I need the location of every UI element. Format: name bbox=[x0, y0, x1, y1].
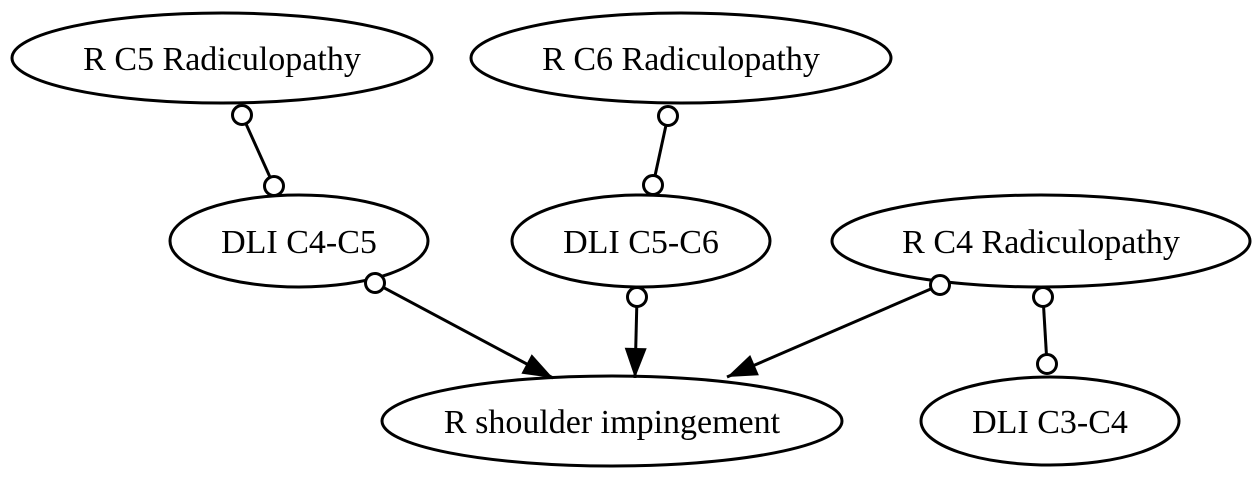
node-dli-c5-c6: DLI C5-C6 bbox=[510, 193, 772, 289]
edge-r-c6-radiculopathy--dli-c5-c6 bbox=[642, 105, 679, 196]
node-ellipse bbox=[380, 374, 844, 468]
odot-icon bbox=[929, 274, 951, 296]
arrowhead-icon bbox=[521, 354, 553, 378]
edge-line bbox=[1041, 296, 1049, 365]
odot-icon bbox=[657, 105, 679, 127]
node-ellipse bbox=[168, 193, 430, 289]
node-label: DLI C3-C4 bbox=[972, 404, 1128, 441]
node-label: R C6 Radiculopathy bbox=[542, 41, 820, 78]
edge-line bbox=[240, 114, 276, 187]
node-dli-c3-c4: DLI C3-C4 bbox=[919, 375, 1181, 467]
node-r-shoulder-impingement: R shoulder impingement bbox=[380, 374, 844, 468]
odot-icon bbox=[263, 175, 285, 197]
node-r-c6-radiculopathy: R C6 Radiculopathy bbox=[469, 11, 893, 105]
arrowhead-icon bbox=[624, 347, 647, 378]
node-ellipse bbox=[919, 375, 1181, 467]
edge-r-c5-radiculopathy--dli-c4-c5 bbox=[231, 104, 285, 197]
node-label: R shoulder impingement bbox=[444, 404, 781, 441]
node-label: DLI C4-C5 bbox=[221, 224, 377, 261]
odot-icon bbox=[1036, 353, 1058, 375]
edge-r-c4-radiculopathy--dli-c3-c4 bbox=[1032, 286, 1058, 375]
node-label: R C5 Radiculopathy bbox=[83, 41, 361, 78]
odot-icon bbox=[642, 174, 664, 196]
odot-icon bbox=[231, 104, 253, 126]
arrowhead-icon bbox=[727, 355, 759, 377]
node-dli-c4-c5: DLI C4-C5 bbox=[168, 193, 430, 289]
edge-line bbox=[726, 283, 941, 379]
odot-icon bbox=[626, 286, 648, 308]
odot-icon bbox=[1032, 286, 1054, 308]
edge-r-c4-radiculopathy--r-shoulder-impingement bbox=[726, 274, 951, 379]
node-r-c5-radiculopathy: R C5 Radiculopathy bbox=[10, 11, 434, 105]
node-label: R C4 Radiculopathy bbox=[902, 224, 1180, 261]
node-r-c4-radiculopathy: R C4 Radiculopathy bbox=[830, 193, 1252, 289]
edge-line bbox=[651, 115, 670, 186]
node-ellipse bbox=[10, 11, 434, 105]
node-ellipse bbox=[469, 11, 893, 105]
edge-dli-c4-c5--r-shoulder-impingement bbox=[364, 272, 554, 380]
edge-line bbox=[374, 281, 554, 380]
node-label: DLI C5-C6 bbox=[563, 224, 719, 261]
odot-icon bbox=[364, 272, 386, 294]
edge-dli-c5-c6--r-shoulder-impingement bbox=[624, 286, 648, 379]
